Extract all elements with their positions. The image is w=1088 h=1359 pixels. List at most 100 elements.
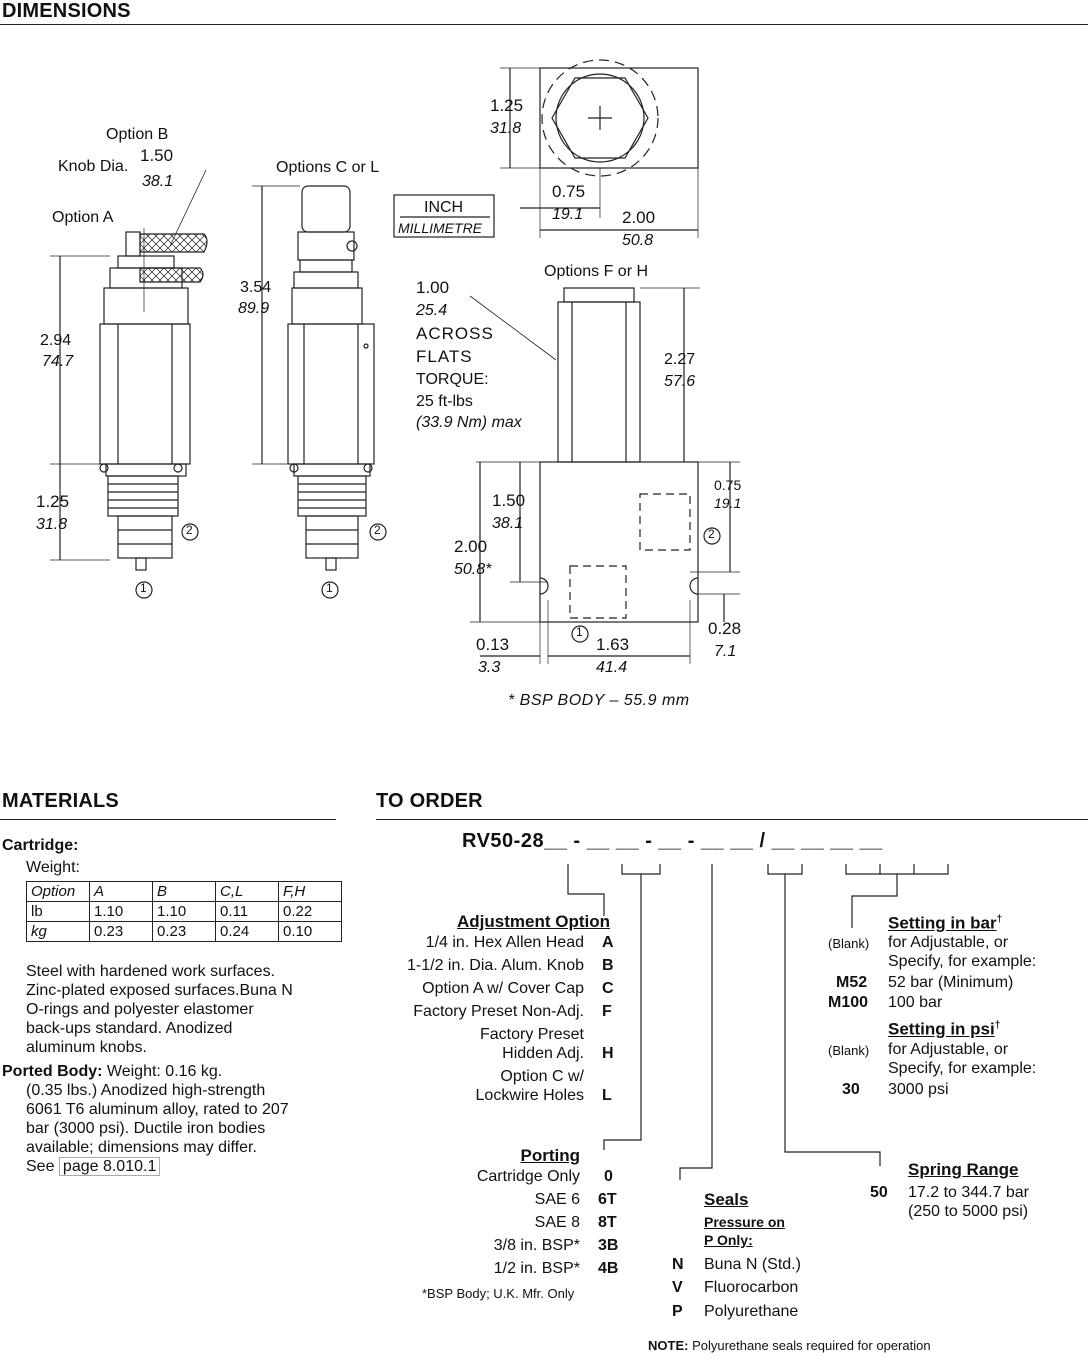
dim-side-mm: 3.3	[478, 659, 501, 676]
table-cell: 0.11	[215, 901, 279, 922]
setting-bar-code: M100	[828, 994, 869, 1011]
ported-body-text: (0.35 lbs.) Anodized high-strength	[26, 1082, 266, 1099]
cartridge-text: back-ups standard. Anodized	[26, 1020, 233, 1037]
dim-top-h-mm: 31.8	[490, 120, 522, 137]
order-code: RV50-28__ - __ __ - __ - __ __ / __ __ _…	[462, 830, 883, 852]
setting-psi-blank: (Blank)	[828, 1043, 870, 1058]
dim-top-w1-in: 0.75	[552, 182, 586, 201]
dim-cl-len-in: 3.54	[240, 279, 272, 296]
cartridge-option-a-drawing	[50, 169, 208, 571]
spring-line1: 17.2 to 344.7 bar	[908, 1184, 1029, 1201]
order-rule	[376, 819, 1088, 820]
table-header-cell: F,H	[278, 881, 342, 902]
seal-label: Buna N (Std.)	[704, 1256, 801, 1273]
adjustment-code: F	[602, 1003, 612, 1020]
adjustment-code: H	[602, 1045, 614, 1062]
port-label-2: 2	[374, 523, 381, 537]
table-row: lb 1.10 1.10 0.11 0.22	[26, 901, 342, 922]
porting-code: 8T	[598, 1214, 617, 1231]
ported-body-text: Weight: 0.16 kg.	[102, 1063, 223, 1080]
dimensions-heading: DIMENSIONS	[2, 0, 131, 22]
dim-cl-len-mm: 89.9	[238, 300, 270, 317]
dim-fh-len-in: 2.27	[664, 351, 696, 368]
porting-code: 4B	[598, 1260, 619, 1277]
adjustment-label: Factory Preset	[479, 1026, 584, 1043]
porting-label: 3/8 in. BSP*	[493, 1237, 580, 1254]
dim-a-len-mm: 74.7	[42, 353, 74, 370]
port-label-1: 1	[140, 581, 147, 595]
setting-bar-label: 100 bar	[888, 994, 943, 1011]
cartridge-text: Zinc-plated exposed surfaces.Buna N	[26, 982, 293, 999]
adjustment-label: 1-1/2 in. Dia. Alum. Knob	[407, 957, 584, 974]
setting-bar-code: M52	[836, 974, 868, 991]
dim-a-low-in: 1.25	[36, 492, 70, 511]
setting-psi-title: Setting in psi†	[888, 1019, 1001, 1039]
bsp-footnote: *BSP Body; U.K. Mfr. Only	[422, 1286, 575, 1301]
unit-key-mm: MILLIMETRE	[398, 220, 483, 236]
table-row: kg 0.23 0.23 0.24 0.10	[26, 921, 342, 942]
label-knob-dia: Knob Dia.	[58, 158, 129, 175]
dim-knob-in: 1.50	[140, 146, 174, 165]
weight-label: Weight:	[26, 859, 80, 876]
setting-bar-line2: Specify, for example:	[888, 953, 1037, 970]
adjustment-label: Lockwire Holes	[475, 1087, 584, 1104]
unit-key-inch: INCH	[424, 199, 464, 216]
setting-bar-title: Setting in bar†	[888, 913, 1003, 933]
dim-hole-mm: 41.4	[596, 659, 628, 676]
body-side-view	[469, 287, 740, 664]
adjustment-code: B	[602, 957, 614, 974]
label-torque-nm: (33.9 Nm) max	[416, 414, 522, 431]
polyurethane-note: NOTE: Polyurethane seals required for op…	[648, 1338, 931, 1353]
to-order-heading: TO ORDER	[376, 790, 483, 812]
heading-rule	[0, 24, 1088, 25]
porting-label: Cartridge Only	[476, 1168, 580, 1185]
porting-title: Porting	[520, 1146, 581, 1165]
adjustment-label: 1/4 in. Hex Allen Head	[425, 934, 584, 951]
dim-a-low-mm: 31.8	[36, 516, 68, 533]
bsp-body-note: * BSP BODY – 55.9 mm	[508, 692, 690, 709]
cartridge-text: Steel with hardened work surfaces.	[26, 963, 276, 980]
materials-heading: MATERIALS	[2, 790, 119, 812]
dim-foot-in: 0.28	[708, 619, 742, 638]
dim-top-h-in: 1.25	[490, 96, 524, 115]
dim-port-off-mm: 19.1	[714, 495, 742, 511]
porting-code: 6T	[598, 1191, 617, 1208]
dim-hole-in: 1.63	[596, 635, 630, 654]
label-options-cl: Options C or L	[276, 159, 380, 176]
label-flats: FLATS	[416, 347, 473, 366]
order-code-connectors	[567, 864, 949, 1180]
setting-bar-label: 52 bar (Minimum)	[888, 974, 1014, 991]
seals-title: Seals	[704, 1190, 749, 1209]
dim-body-h2-mm: 50.8*	[454, 561, 492, 578]
dim-flats-in: 1.00	[416, 278, 450, 297]
label-options-fh: Options F or H	[544, 263, 649, 280]
dim-side-in: 0.13	[476, 635, 510, 654]
port-label-2: 2	[708, 527, 715, 541]
port-label-1: 1	[326, 581, 333, 595]
cartridge-text: aluminum knobs.	[26, 1039, 147, 1056]
spring-code: 50	[870, 1184, 888, 1201]
label-option-a: Option A	[52, 209, 114, 226]
ported-body-text: bar (3000 psi). Ductile iron bodies	[26, 1120, 266, 1137]
table-cell: 0.22	[278, 901, 342, 922]
adjustment-title: Adjustment Option	[457, 912, 610, 931]
cartridge-option-c-drawing	[252, 185, 375, 571]
page-link[interactable]: page 8.010.1	[58, 1157, 161, 1176]
adjustment-code: A	[602, 934, 614, 951]
table-cell: 0.24	[215, 921, 279, 942]
ported-body-text: 6061 T6 aluminum alloy, rated to 207	[26, 1101, 289, 1118]
porting-label: SAE 8	[534, 1214, 580, 1231]
table-cell: 0.23	[89, 921, 153, 942]
seal-label: Polyurethane	[704, 1303, 799, 1320]
porting-code: 0	[604, 1168, 613, 1185]
dim-flats-mm: 25.4	[416, 302, 448, 319]
setting-psi-line1: for Adjustable, or	[888, 1041, 1009, 1058]
setting-bar-line1: for Adjustable, or	[888, 934, 1009, 951]
dim-top-w2-in: 2.00	[622, 208, 656, 227]
adjustment-code: C	[602, 980, 614, 997]
dim-knob-mm: 38.1	[142, 173, 174, 190]
dim-a-len-in: 2.94	[40, 332, 72, 349]
dim-body-h2-in: 2.00	[454, 537, 488, 556]
label-torque-val: 25 ft-lbs	[416, 393, 473, 410]
dim-body-h1-in: 1.50	[492, 491, 526, 510]
